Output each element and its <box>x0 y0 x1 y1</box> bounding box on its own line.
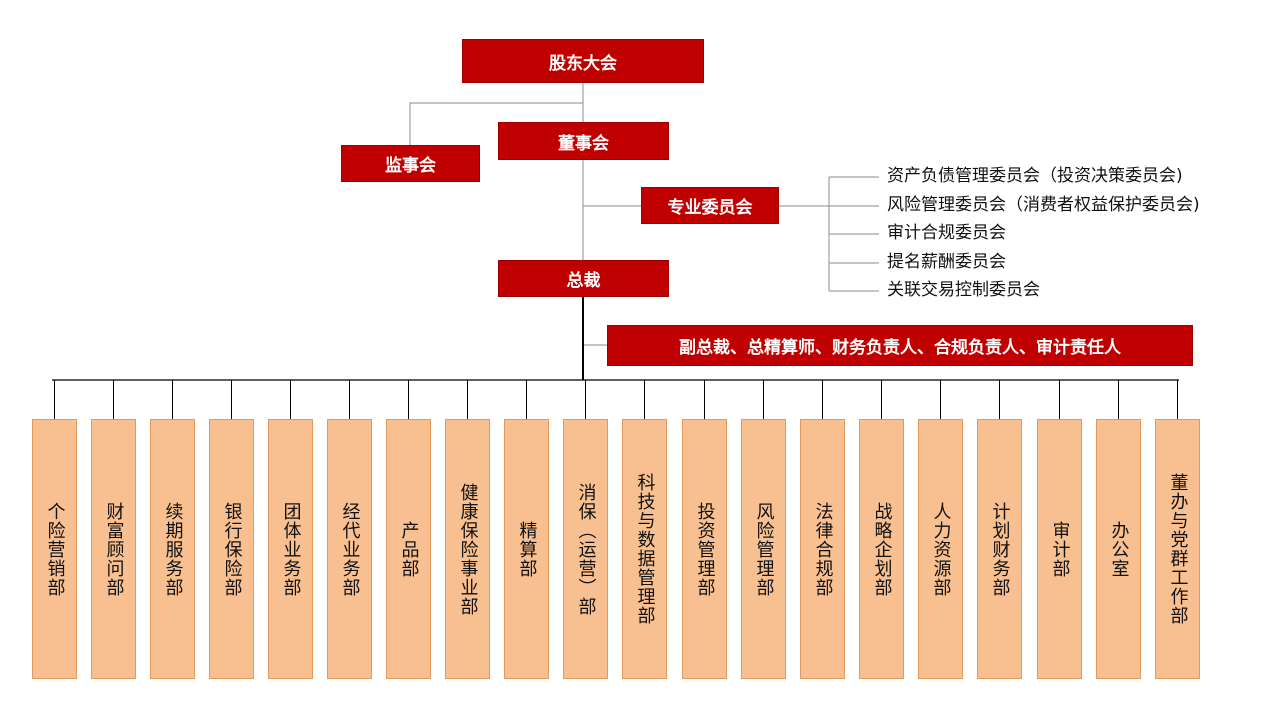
department-box: 投资管理部 <box>682 419 727 679</box>
department-label: 财富顾问部 <box>103 501 125 597</box>
department-label: 投资管理部 <box>694 501 716 597</box>
department-box: 法律合规部 <box>800 419 845 679</box>
president-box: 总裁 <box>498 260 669 297</box>
department-label: 消保（运营）部 <box>575 482 597 616</box>
special-committees-box: 专业委员会 <box>641 187 779 224</box>
department-label: 产品部 <box>398 520 420 578</box>
department-label: 计划财务部 <box>989 501 1011 597</box>
department-label: 办公室 <box>1108 520 1130 578</box>
department-label: 经代业务部 <box>339 501 361 597</box>
department-box: 人力资源部 <box>918 419 963 679</box>
committee-item: 审计合规委员会 <box>887 223 1006 243</box>
department-box: 审计部 <box>1037 419 1082 679</box>
department-box: 计划财务部 <box>977 419 1022 679</box>
department-box: 银行保险部 <box>209 419 254 679</box>
department-box: 精算部 <box>504 419 549 679</box>
department-label: 银行保险部 <box>221 501 243 597</box>
department-box: 消保（运营）部 <box>563 419 608 679</box>
department-box: 风险管理部 <box>741 419 786 679</box>
department-box: 科技与数据管理部 <box>622 419 667 679</box>
committee-item: 资产负债管理委员会（投资决策委员会) <box>887 166 1183 186</box>
department-label: 续期服务部 <box>162 501 184 597</box>
department-label: 审计部 <box>1049 520 1071 578</box>
department-label: 法律合规部 <box>812 501 834 597</box>
connector-supervisors <box>409 102 583 145</box>
department-label: 风险管理部 <box>753 501 775 597</box>
committee-item: 提名薪酬委员会 <box>887 252 1006 272</box>
committee-item: 风险管理委员会（消费者权益保护委员会) <box>887 195 1200 215</box>
department-label: 人力资源部 <box>930 501 952 597</box>
department-label: 健康保险事业部 <box>457 482 479 616</box>
committee-item: 关联交易控制委员会 <box>887 280 1040 300</box>
department-label: 董办与党群工作部 <box>1167 473 1189 625</box>
department-label: 团体业务部 <box>280 501 302 597</box>
department-box: 办公室 <box>1096 419 1141 679</box>
department-box: 产品部 <box>386 419 431 679</box>
department-label: 科技与数据管理部 <box>634 473 656 625</box>
board-of-directors-box: 董事会 <box>498 122 669 160</box>
department-box: 团体业务部 <box>268 419 313 679</box>
department-box: 董办与党群工作部 <box>1155 419 1200 679</box>
department-label: 战略企划部 <box>871 501 893 597</box>
department-box: 续期服务部 <box>150 419 195 679</box>
department-label: 个险营销部 <box>44 501 66 597</box>
senior-management-box: 副总裁、总精算师、财务负责人、合规负责人、审计责任人 <box>607 325 1193 366</box>
board-of-supervisors-box: 监事会 <box>341 145 480 182</box>
department-box: 健康保险事业部 <box>445 419 490 679</box>
department-box: 战略企划部 <box>859 419 904 679</box>
shareholders-meeting-box: 股东大会 <box>462 39 704 83</box>
department-box: 个险营销部 <box>32 419 77 679</box>
department-box: 财富顾问部 <box>91 419 136 679</box>
department-label: 精算部 <box>516 520 538 578</box>
department-box: 经代业务部 <box>327 419 372 679</box>
